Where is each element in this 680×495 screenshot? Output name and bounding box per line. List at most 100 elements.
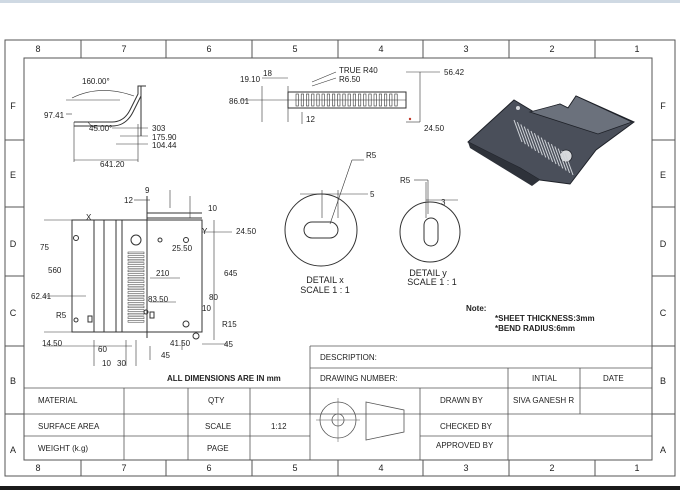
zone-row-f-left: F [10, 101, 16, 111]
zone-col-6-top: 6 [206, 44, 211, 54]
bottom-edge [0, 486, 680, 490]
iso-fin [527, 128, 537, 151]
tb-drawn-by: DRAWN BY [440, 396, 483, 405]
dim-r5-detail-y: R5 [400, 176, 411, 185]
tb-surface-area: SURFACE AREA [38, 422, 100, 431]
outer-border [4, 39, 676, 477]
tb-weight: WEIGHT (k.g) [38, 444, 88, 453]
dim-60: 60 [98, 345, 107, 354]
dim-104-44: 104.44 [152, 141, 177, 150]
dim-645: 645 [224, 269, 238, 278]
flat-slot [127, 298, 145, 301]
iso-fin [537, 135, 547, 158]
dim-30: 30 [117, 359, 126, 368]
zone-row-b-right: B [660, 376, 666, 386]
zone-col-4-top: 4 [378, 44, 383, 54]
front-view-slots [295, 93, 398, 107]
zone-col-2-top: 2 [549, 44, 554, 54]
front-view-dims: 18 19.10 86.01 TRUE R40 R6.50 56.42 12 2… [229, 66, 465, 133]
iso-fin [561, 150, 571, 173]
flat-slot [127, 276, 145, 280]
zone-col-8-bottom: 8 [35, 463, 40, 473]
zone-row-e-right: E [660, 170, 666, 180]
flat-slot [127, 287, 145, 291]
front-slot [394, 93, 398, 107]
red-point [408, 117, 412, 121]
front-slot [342, 93, 346, 107]
title-block [24, 345, 652, 460]
dim-83-50: 83.50 [148, 295, 169, 304]
tb-scale: SCALE [205, 422, 231, 431]
front-slot [389, 93, 393, 107]
zone-col-3-top: 3 [463, 44, 468, 54]
dim-210: 210 [156, 269, 170, 278]
detail-y-scale: SCALE 1 : 1 [407, 277, 457, 287]
note-bend-radius: *BEND RADIUS:6mm [495, 324, 575, 333]
tb-qty: QTY [208, 396, 225, 405]
tb-date: DATE [603, 374, 624, 383]
detail-x-scale: SCALE 1 : 1 [300, 285, 350, 295]
zone-row-c-left: C [10, 308, 17, 318]
iso-fin [557, 148, 567, 171]
dim-r5-detail-x: R5 [366, 151, 377, 160]
side-view [66, 85, 148, 162]
iso-fin [516, 122, 526, 145]
tb-scale-value: 1:12 [271, 422, 287, 431]
front-slot [347, 93, 351, 107]
tb-material: MATERIAL [38, 396, 78, 405]
front-view [240, 71, 440, 124]
detail-x-title: DETAIL x [306, 275, 344, 285]
tb-page: PAGE [207, 444, 229, 453]
dim-80: 80 [209, 293, 218, 302]
iso-fin [550, 144, 560, 167]
detail-y-labels: R5 3 DETAIL y SCALE 1 : 1 [400, 176, 457, 287]
zone-col-7-bottom: 7 [121, 463, 126, 473]
dim-10-bottom: 10 [102, 359, 111, 368]
zone-ticks [5, 40, 675, 476]
note-title: Note: [466, 304, 486, 313]
dim-12-front: 12 [306, 115, 315, 124]
iso-fin [520, 124, 530, 147]
dim-r6-50: R6.50 [339, 75, 361, 84]
zone-col-8-top: 8 [35, 44, 40, 54]
dim-175-90: 175.90 [152, 133, 177, 142]
front-slot [311, 93, 315, 107]
dim-641-20: 641.20 [100, 160, 125, 169]
flat-slot [127, 273, 145, 276]
front-slot [363, 93, 367, 107]
zone-col-6-bottom: 6 [206, 463, 211, 473]
flat-slot [127, 284, 145, 287]
iso-fin [513, 119, 523, 143]
dim-56-42: 56.42 [444, 68, 465, 77]
dim-45-bottom: 45 [161, 351, 170, 360]
dim-62-41: 62.41 [31, 292, 52, 301]
dim-560: 560 [48, 266, 62, 275]
front-slot [306, 93, 310, 107]
dim-12-flat: 12 [124, 196, 133, 205]
front-slot [352, 93, 356, 107]
tb-checked-by: CHECKED BY [440, 422, 493, 431]
flat-slot [127, 294, 145, 298]
detail-y-title: DETAIL y [409, 268, 447, 278]
dim-18: 18 [263, 69, 272, 78]
front-slot [326, 93, 330, 107]
dim-3: 3 [441, 198, 446, 207]
tb-intial: INTIAL [532, 374, 557, 383]
dim-true-r40: TRUE R40 [339, 66, 378, 75]
dim-45-right: 45 [224, 340, 233, 349]
flat-slot [127, 251, 145, 255]
dim-25-50: 25.50 [172, 244, 193, 253]
iso-fin [547, 141, 557, 165]
detail-x [284, 159, 368, 267]
zone-labels: 8 7 6 5 4 3 2 1 8 7 6 5 4 3 2 1 F E D C … [10, 44, 667, 473]
dim-10-mid: 10 [202, 304, 211, 313]
dim-24-50-front: 24.50 [424, 124, 445, 133]
flat-slot [127, 258, 145, 262]
zone-row-a-left: A [10, 445, 16, 455]
front-slot [321, 93, 325, 107]
zone-row-a-right: A [660, 445, 666, 455]
zone-col-1-top: 1 [634, 44, 639, 54]
title-block-text: DESCRIPTION: DRAWING NUMBER: INTIAL DATE… [38, 353, 624, 453]
dim-41-50: 41.50 [170, 339, 191, 348]
